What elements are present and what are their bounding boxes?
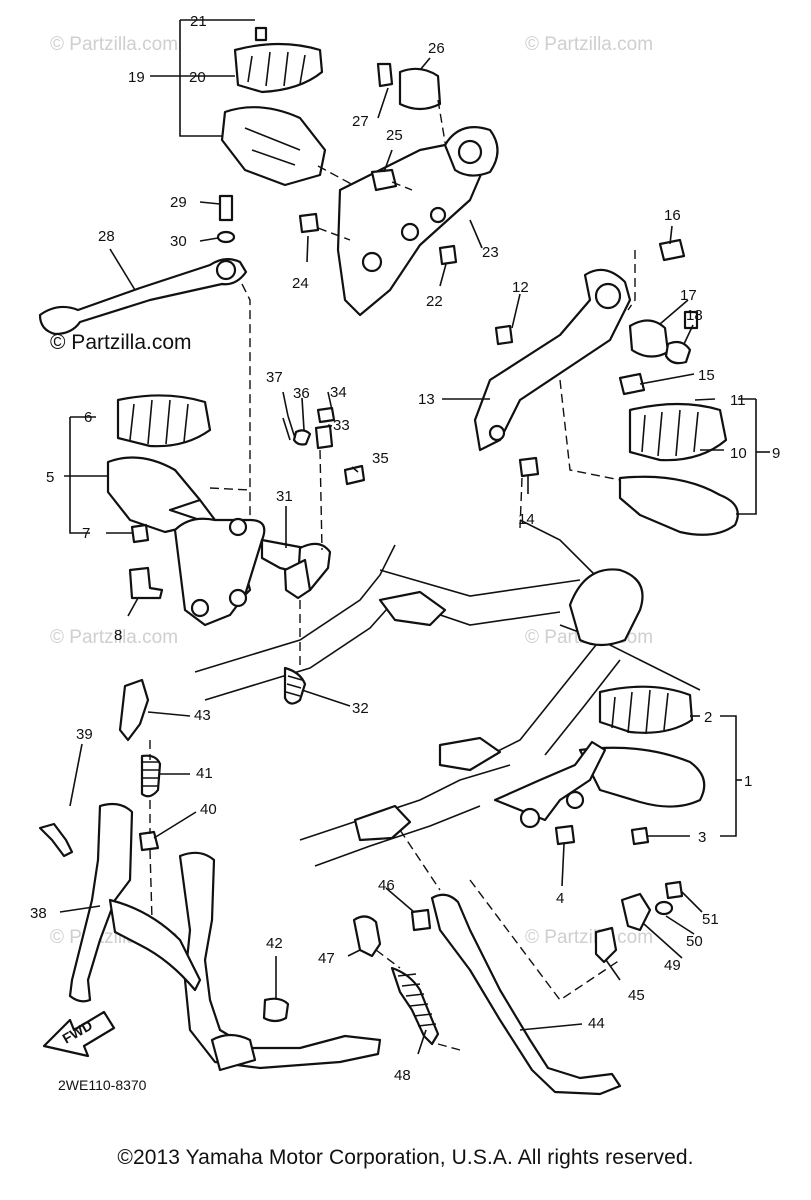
callout-11: 11 xyxy=(730,392,746,409)
callout-41: 41 xyxy=(196,765,213,782)
passenger-footrest-left xyxy=(220,26,499,317)
callout-6: 6 xyxy=(84,409,92,426)
callout-34: 34 xyxy=(330,384,347,401)
callout-28: 28 xyxy=(98,228,115,245)
callout-22: 22 xyxy=(426,293,443,310)
watermark: © Partzilla.com xyxy=(525,927,653,948)
callout-18: 18 xyxy=(686,307,703,324)
callout-24: 24 xyxy=(292,275,309,292)
callout-16: 16 xyxy=(664,207,681,224)
callout-27: 27 xyxy=(352,113,369,130)
watermark: © Partzilla.com xyxy=(50,34,178,55)
callout-43: 43 xyxy=(194,707,211,724)
callout-50: 50 xyxy=(686,933,703,950)
diagram-code: 2WE110-8370 xyxy=(58,1077,147,1093)
callout-32: 32 xyxy=(352,700,369,717)
callout-7: 7 xyxy=(82,525,90,542)
callout-17: 17 xyxy=(680,287,697,304)
callout-31: 31 xyxy=(276,488,293,505)
callout-36: 36 xyxy=(293,385,310,402)
callout-2: 2 xyxy=(704,709,712,726)
brake-pedal xyxy=(38,194,248,336)
callout-4: 4 xyxy=(556,890,564,907)
rear-footrest-right xyxy=(493,685,706,846)
watermark: © Partzilla.com xyxy=(50,627,178,648)
callout-45: 45 xyxy=(628,987,645,1004)
rider-footrest-right xyxy=(473,238,739,536)
callout-19: 19 xyxy=(128,69,145,86)
callout-49: 49 xyxy=(664,957,681,974)
callout-3: 3 xyxy=(698,829,706,846)
watermark-main: © Partzilla.com xyxy=(50,331,192,354)
callout-48: 48 xyxy=(394,1067,411,1084)
callout-9: 9 xyxy=(772,445,780,462)
callout-42: 42 xyxy=(266,935,283,952)
callout-10: 10 xyxy=(730,445,747,462)
callout-8: 8 xyxy=(114,627,122,644)
side-stand xyxy=(352,829,684,1096)
callout-15: 15 xyxy=(698,367,715,384)
callout-37: 37 xyxy=(266,369,283,386)
callout-46: 46 xyxy=(378,877,395,894)
callout-29: 29 xyxy=(170,194,187,211)
callout-23: 23 xyxy=(482,244,499,261)
callout-13: 13 xyxy=(418,391,435,408)
fwd-arrow: FWD xyxy=(42,1010,116,1058)
callout-numbers: 1 2 3 4 5 6 7 8 9 10 11 12 13 14 15 16 1… xyxy=(30,13,780,1084)
callout-12: 12 xyxy=(512,279,529,296)
callout-35: 35 xyxy=(372,450,389,467)
watermark: © Partzilla.com xyxy=(525,34,653,55)
callout-26: 26 xyxy=(428,40,445,57)
frame xyxy=(194,519,701,867)
callout-38: 38 xyxy=(30,905,47,922)
callout-25: 25 xyxy=(386,127,403,144)
callout-20: 20 xyxy=(189,69,206,86)
callout-51: 51 xyxy=(702,911,719,928)
center-stand xyxy=(38,678,382,1072)
rider-footrest-left xyxy=(106,283,366,705)
callout-21: 21 xyxy=(190,13,207,30)
callout-5: 5 xyxy=(46,469,54,486)
callout-1: 1 xyxy=(744,773,752,790)
callout-47: 47 xyxy=(318,950,335,967)
callout-30: 30 xyxy=(170,233,187,250)
leader-lines xyxy=(59,19,770,1055)
callout-14: 14 xyxy=(518,511,535,528)
callout-40: 40 xyxy=(200,801,217,818)
copyright-notice: ©2013 Yamaha Motor Corporation, U.S.A. A… xyxy=(117,1146,694,1169)
callout-33: 33 xyxy=(333,417,350,434)
callout-39: 39 xyxy=(76,726,93,743)
callout-44: 44 xyxy=(588,1015,605,1032)
